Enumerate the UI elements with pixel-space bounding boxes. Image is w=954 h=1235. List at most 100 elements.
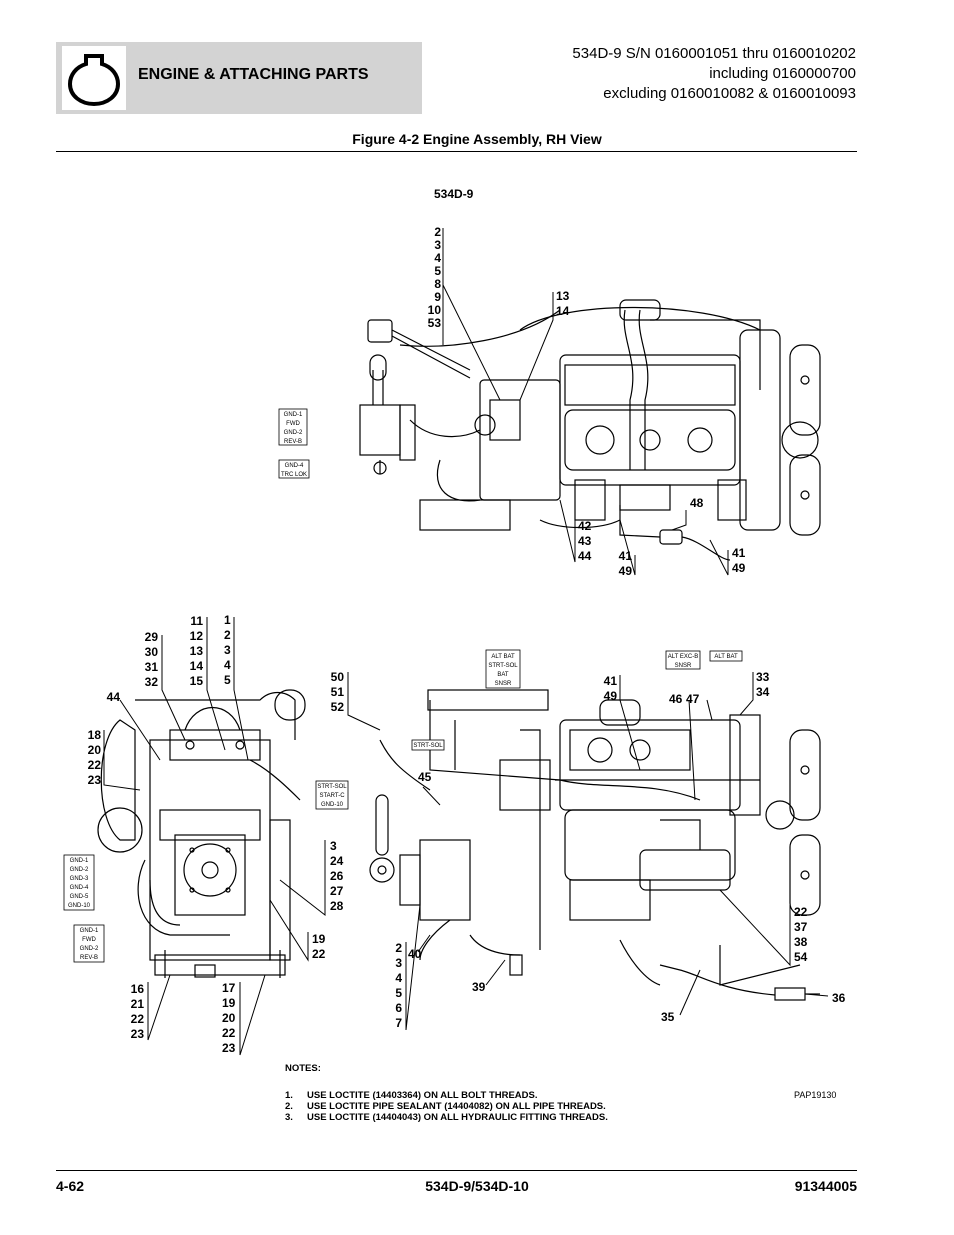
wire-tag-group: STRT-SOL START-C GND-10 bbox=[315, 780, 349, 810]
callout-number: 4 bbox=[434, 251, 441, 265]
figure-part-ref: PAP19130 bbox=[794, 1090, 837, 1100]
callout-number: 11 bbox=[190, 614, 203, 628]
callout-number: 45 bbox=[418, 770, 432, 784]
wire-tag-group: GND-1 FWD GND-2 REV-B bbox=[73, 924, 105, 963]
callout-number: 16 bbox=[131, 982, 145, 996]
note-text: USE LOCTITE (14403364) ON ALL BOLT THREA… bbox=[307, 1090, 538, 1101]
note-number: 2. bbox=[285, 1101, 293, 1112]
wire-tag: GND-4 bbox=[285, 463, 304, 469]
note-text: USE LOCTITE (14404043) ON ALL HYDRAULIC … bbox=[307, 1112, 608, 1123]
left-pump-drawing bbox=[97, 689, 306, 978]
doc-number: 91344005 bbox=[794, 1178, 857, 1194]
notes-heading: NOTES: bbox=[285, 1063, 321, 1074]
callout-number: 23 bbox=[222, 1041, 236, 1055]
callout-number: 49 bbox=[604, 689, 618, 703]
wire-tag: GND-1 bbox=[80, 928, 99, 934]
wire-tag: FWD bbox=[286, 421, 300, 427]
callout-number: 22 bbox=[222, 1026, 236, 1040]
callout-number: 47 bbox=[686, 692, 700, 706]
callout-number: 14 bbox=[190, 659, 204, 673]
leader-lines bbox=[103, 228, 829, 1056]
callout-number: 5 bbox=[395, 986, 402, 1000]
wire-tag: ALT BAT bbox=[491, 654, 515, 660]
callout-number: 54 bbox=[794, 950, 808, 964]
wire-tag: GND-3 bbox=[70, 876, 89, 882]
callout-number: 27 bbox=[330, 884, 344, 898]
callout-number: 1 bbox=[224, 613, 231, 627]
callout-number: 36 bbox=[832, 991, 846, 1005]
callout-number: 9 bbox=[434, 290, 441, 304]
callout-number: 13 bbox=[190, 644, 204, 658]
callout-number: 30 bbox=[145, 645, 159, 659]
serial-line: excluding 0160010082 & 0160010093 bbox=[603, 85, 856, 102]
callout-number: 22 bbox=[131, 1012, 145, 1026]
callout-number: 28 bbox=[330, 899, 344, 913]
callout-number: 15 bbox=[190, 674, 204, 688]
top-engine-drawing bbox=[359, 299, 821, 561]
figure-title: Figure 4-2 Engine Assembly, RH View bbox=[352, 131, 602, 147]
callout-number: 14 bbox=[556, 304, 570, 318]
serial-line: 534D-9 S/N 0160001051 thru 0160010202 bbox=[572, 45, 856, 62]
wire-tag-group: ALT BAT bbox=[709, 650, 743, 662]
callout-number: 49 bbox=[732, 561, 746, 575]
section-title: ENGINE & ATTACHING PARTS bbox=[138, 66, 369, 83]
wire-tag: ALT EXC-B bbox=[668, 654, 698, 660]
note-number: 1. bbox=[285, 1090, 293, 1101]
wire-tag: TRC LOK bbox=[281, 472, 307, 478]
wire-tag: GND-10 bbox=[68, 903, 91, 909]
callout-number: 2 bbox=[224, 628, 231, 642]
callout-number: 26 bbox=[330, 869, 344, 883]
wire-tag: GND-5 bbox=[70, 894, 89, 900]
callout-number: 22 bbox=[312, 947, 326, 961]
callout-number: 48 bbox=[690, 496, 704, 510]
wire-tag: STRT-SOL bbox=[488, 663, 518, 669]
wire-tag: GND-2 bbox=[70, 867, 89, 873]
callout-number: 51 bbox=[331, 685, 345, 699]
callout-number: 32 bbox=[145, 675, 159, 689]
note-item: 1. USE LOCTITE (14403364) ON ALL BOLT THR… bbox=[285, 1090, 608, 1101]
footer-model: 534D-9/534D-10 bbox=[425, 1178, 529, 1194]
serial-line: including 0160000700 bbox=[709, 65, 856, 82]
callout-number: 23 bbox=[131, 1027, 145, 1041]
wire-tag: SNSR bbox=[675, 663, 692, 669]
callout-number: 31 bbox=[145, 660, 159, 674]
wire-tag: START-C bbox=[319, 793, 345, 799]
callout-number: 53 bbox=[428, 316, 442, 330]
callout-number: 22 bbox=[794, 905, 808, 919]
callout-number: 12 bbox=[190, 629, 204, 643]
wire-tag: GND-10 bbox=[321, 802, 344, 808]
callout-number: 33 bbox=[756, 670, 770, 684]
callout-number: 44 bbox=[107, 690, 121, 704]
note-item: 2.USE LOCTITE PIPE SEALANT (14404082) ON… bbox=[285, 1101, 608, 1112]
callout-number: 13 bbox=[556, 289, 570, 303]
wire-tag-group: ALT EXC-B SNSR bbox=[665, 650, 701, 670]
wire-tag: FWD bbox=[82, 937, 96, 943]
wire-tag: GND-2 bbox=[80, 946, 99, 952]
callout-number: 3 bbox=[395, 956, 402, 970]
callout-number: 46 bbox=[669, 692, 683, 706]
header-rule bbox=[56, 151, 857, 152]
callout-number: 24 bbox=[330, 854, 344, 868]
model-label: 534D-9 bbox=[434, 187, 474, 201]
callout-number: 21 bbox=[131, 997, 145, 1011]
callout-number: 3 bbox=[434, 238, 441, 252]
wire-tag: BAT bbox=[497, 672, 509, 678]
callout-number: 5 bbox=[224, 673, 231, 687]
callout-number: 3 bbox=[224, 643, 231, 657]
callout-number: 22 bbox=[88, 758, 102, 772]
note-item: 3.USE LOCTITE (14404043) ON ALL HYDRAULI… bbox=[285, 1112, 608, 1123]
wire-tag: GND-1 bbox=[284, 412, 303, 418]
callout-number: 29 bbox=[145, 630, 159, 644]
wire-tag: STRT-SOL bbox=[317, 784, 347, 790]
callout-number: 7 bbox=[395, 1016, 402, 1030]
callout-number: 49 bbox=[619, 564, 633, 578]
callout-number: 34 bbox=[756, 685, 770, 699]
callout-number: 2 bbox=[395, 941, 402, 955]
callout-number: 41 bbox=[604, 674, 618, 688]
wire-tag-group: GND-4 TRC LOK bbox=[278, 459, 310, 479]
callout-number: 4 bbox=[224, 658, 231, 672]
callout-number: 8 bbox=[434, 277, 441, 291]
wire-tags: GND-1 FWD GND-2 REV-B GND-4 TRC LOK GND-… bbox=[63, 408, 743, 963]
wire-tag: GND-4 bbox=[70, 885, 89, 891]
